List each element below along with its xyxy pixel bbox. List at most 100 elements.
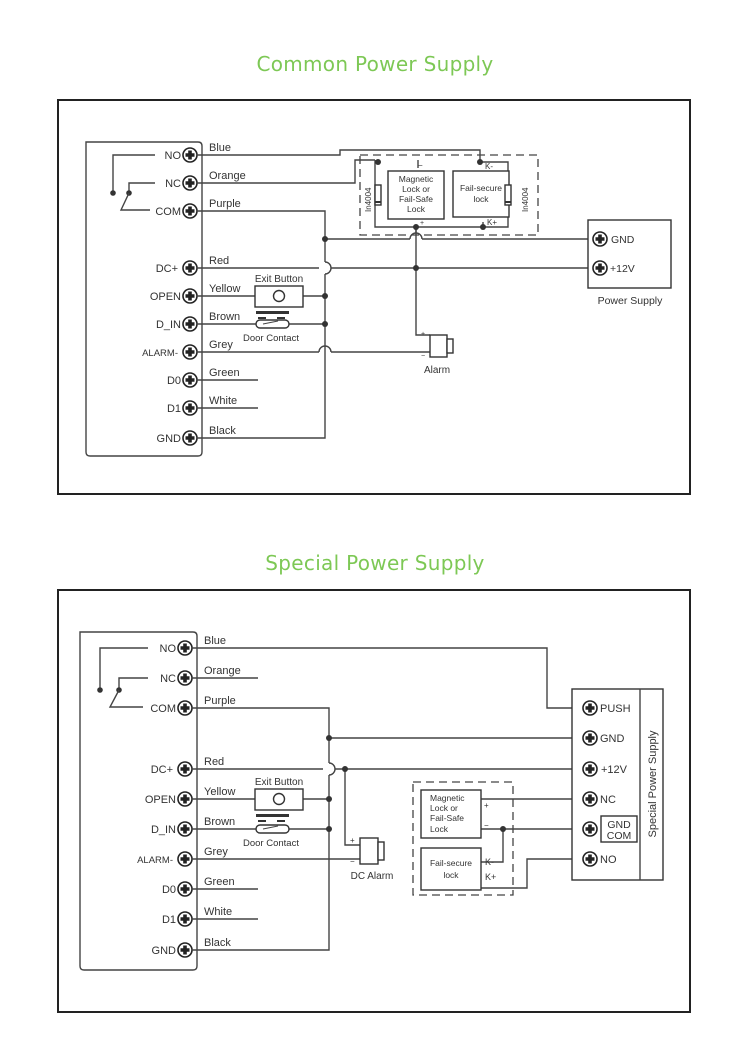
ps-terminal-12v: +12V [601,764,628,776]
terminal-icon [177,670,193,686]
lock1-line: Lock [430,824,449,834]
diagram-special-power-supply: NOBlueNCOrangeCOMPurpleDC+RedOPENYellowD… [57,589,691,1013]
title-special-power-supply: Special Power Supply [265,551,485,575]
lock1-minus-label: − [484,821,489,830]
exit-button-label: Exit Button [255,274,303,285]
wire-color-label: Brown [204,816,235,828]
terminal-icon [182,372,198,388]
wire-color-label: Green [204,876,235,888]
terminal-icon [182,288,198,304]
lock2-line: lock [443,870,459,880]
terminal-icon [182,203,198,219]
controller-terminal-label: D1 [162,914,176,926]
terminal-icon [177,821,193,837]
controller-terminal-label: ALARM- [142,348,178,359]
diagram-frame [57,589,691,1013]
controller-terminal-label: COM [155,206,181,218]
terminal-icon [582,730,598,746]
terminal-icon [177,881,193,897]
controller-terminal-label: D_IN [151,824,176,836]
ps-terminal-nc: NC [600,794,616,806]
controller-terminal-label: DC+ [151,764,173,776]
controller-terminal-label: NC [165,178,181,190]
terminal-icon [177,851,193,867]
ps-terminal-12v: +12V [610,263,635,275]
lock-enclosure [412,781,514,896]
wire-color-label: Grey [209,339,233,351]
controller-terminal-label: D0 [162,884,176,896]
terminal-icon [177,942,193,958]
lock-enclosure [359,154,539,236]
controller-terminal-label: D0 [167,375,181,387]
lock1-plus-label: + [484,801,489,810]
diode-right: In4004 [504,184,530,212]
ps-terminal-gnd: GND [611,234,635,246]
lock1-line: Fail-Safe [399,194,433,204]
terminal-icon [582,851,598,867]
lock1-line: Magnetic [399,174,434,184]
door-contact-label: Door Contact [243,838,299,849]
lock2-kminus-label: K- [485,162,493,171]
terminal-icon [582,700,598,716]
wire-color-label: Green [209,367,240,379]
wire-color-label: Orange [204,665,241,677]
svg-text:In4004: In4004 [364,187,373,212]
power-supply: GND +12V Power Supply [587,219,672,307]
exit-button: Exit Button [254,777,304,811]
alarm-label: Alarm [424,365,450,376]
diode-left: In4004 [364,184,382,212]
terminal-icon [182,344,198,360]
lock1-minus-label: − [418,161,423,170]
lock2-line: Fail-secure [460,183,502,193]
controller-terminal-label: OPEN [145,794,176,806]
wire-color-label: Yellow [204,786,235,798]
relay-symbol [97,647,148,708]
wire-color-label: Brown [209,311,240,323]
lock2-kplus-label: K+ [487,218,497,227]
power-supply-label: Power Supply [598,295,664,307]
terminal-icon [177,761,193,777]
title-common-power-supply: Common Power Supply [256,52,494,76]
relay-symbol [110,154,155,211]
wire-color-label: Red [209,255,229,267]
lock1-plus-label: + [420,220,424,227]
ps-terminal-push: PUSH [600,703,631,715]
wire-color-label: Black [204,937,231,949]
lock1-line: Lock or [402,184,430,194]
controller-terminal-label: COM [150,703,176,715]
controller-terminal-label: GND [152,945,177,957]
ps-terminal-gndcom: GND [607,819,631,831]
exit-button: Exit Button [254,274,304,308]
wire-color-label: Blue [209,142,231,154]
wire-color-label: Purple [204,695,236,707]
power-supply-label: Special Power Supply [647,730,659,838]
junction-dots [326,735,506,832]
terminal-icon [182,430,198,446]
ps-terminal-gndcom: COM [607,830,632,842]
svg-text:−: − [350,857,355,866]
terminal-icon [177,640,193,656]
lock2-kplus-label: K+ [485,872,496,882]
wire-color-label: Black [209,425,236,437]
svg-text:−: − [421,353,425,360]
terminal-icon [177,911,193,927]
junction-dots [322,159,486,327]
diagram-common-power-supply: NOBlueNCOrangeCOMPurpleDC+RedOPENYellowD… [57,99,691,495]
terminal-icon [182,147,198,163]
controller-terminal-label: NC [160,673,176,685]
lock2-line: Fail-secure [430,858,472,868]
alarm: + − Alarm [421,331,454,376]
wire-color-label: Orange [209,170,246,182]
terminal-icon [177,700,193,716]
terminal-icon [592,231,608,247]
wire-color-label: Blue [204,635,226,647]
wire-color-label: White [204,906,232,918]
door-contact-label: Door Contact [243,333,299,344]
lock2-kminus-label: K- [485,857,494,867]
lock1-line: Lock [407,204,426,214]
terminal-icon [592,260,608,276]
svg-text:In4004: In4004 [521,187,530,212]
svg-text:+: + [421,331,425,338]
door-contact: Door Contact [243,311,299,344]
